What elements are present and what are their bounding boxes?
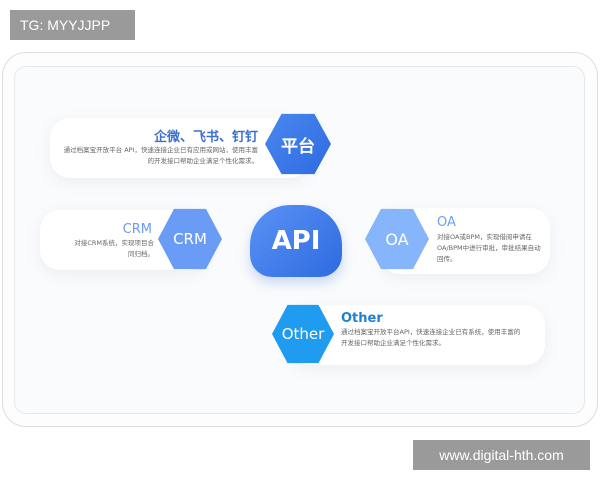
api-cloud: API <box>250 205 342 277</box>
other-title: Other <box>341 311 383 326</box>
platform-card <box>50 118 310 178</box>
platform-desc: 通过档案宝开放平台 API，快速连接企业已有应用或网站，使用丰富的开发接口帮助企… <box>63 146 258 165</box>
watermark-site: www.digital-hth.com <box>413 440 590 470</box>
oa-title: OA <box>437 215 456 230</box>
platform-title: 企微、飞书、钉钉 <box>153 130 258 145</box>
oa-desc: 对接OA或BPM，实现借阅申请在OA/BPM中进行审批，审批结果自动回传。 <box>437 233 541 263</box>
watermark-tag: TG: MYYJJPP <box>10 10 135 40</box>
crm-title: CRM <box>122 222 152 237</box>
crm-desc: 对接CRM系统，实现项目合同归档。 <box>74 239 154 258</box>
other-desc: 通过档案宝开放平台API，快速连接企业已有系统，使用丰富的开发接口帮助企业满足个… <box>341 328 521 347</box>
other-hex: Other <box>272 304 334 364</box>
